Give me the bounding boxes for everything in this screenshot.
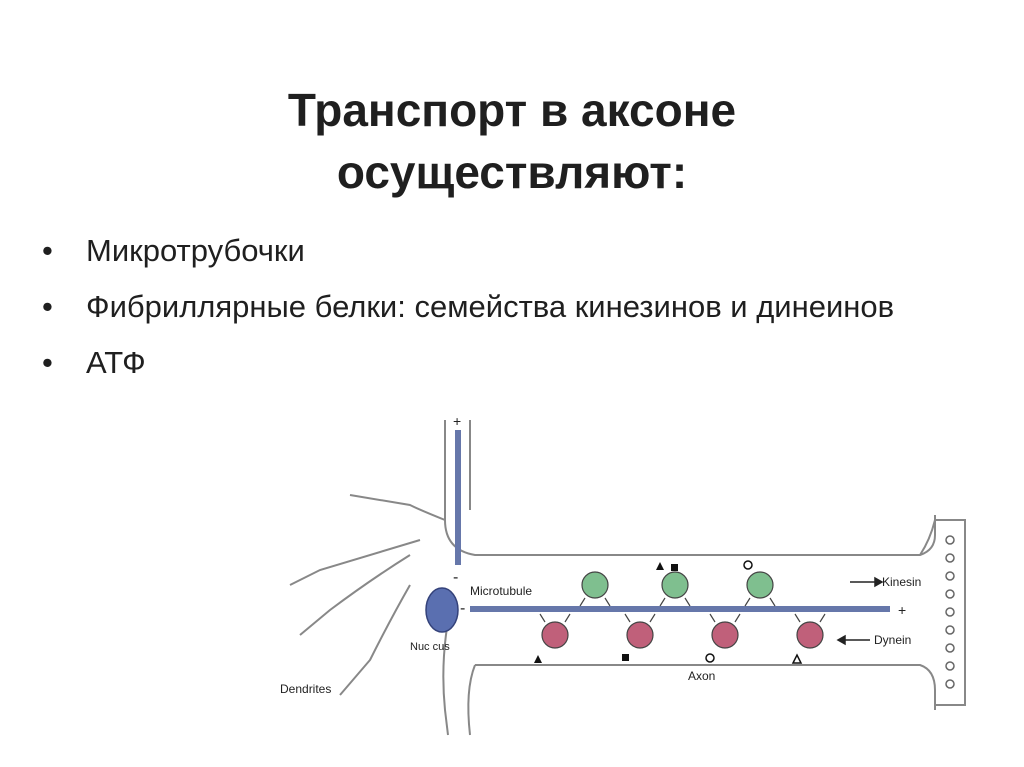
minus-sign-top: - [453,569,458,586]
dynein-motor [796,621,824,649]
dynein-motor [541,621,569,649]
kinesin-motor [581,571,609,599]
vesicle-icon [945,553,955,563]
vesicle-icon [945,643,955,653]
dynein-motor [626,621,654,649]
dynein-motor [711,621,739,649]
vesicle-icon [945,607,955,617]
dynein-arrow-icon [836,634,870,646]
bullet-item: • АТФ [40,340,1000,386]
microtubule-label: Microtubule [470,584,532,598]
kinesin-motor [661,571,689,599]
cargo-square-icon [671,564,678,571]
axon-label: Axon [688,669,715,683]
dynein-motors [539,613,826,649]
vesicle-icon [945,589,955,599]
microtubule-horizontal [470,606,890,612]
slide-title: Транспорт в аксоне осуществляют: [0,79,1024,203]
cargo-circle-icon [705,653,715,663]
vesicle-icon [945,661,955,671]
minus-sign-left: - [460,600,465,617]
kinesin-motors [579,571,776,607]
title-line-2: осуществляют: [336,145,688,198]
bullet-list: • Микротрубочки • Фибриллярные белки: се… [40,228,1000,396]
dynein-label: Dynein [874,633,911,647]
kinesin-motor [746,571,774,599]
dendrites-label: Dendrites [280,682,331,696]
bullet-dot-icon: • [42,233,53,268]
cargo-star-icon [534,655,542,663]
cargo-star-icon [656,562,664,570]
neuron-outline [289,420,966,736]
bullet-text: Фибриллярные белки: семейства кинезинов … [86,289,895,324]
nucleus-shape [425,587,459,633]
plus-sign-right: + [898,602,906,618]
vesicle-icon [945,679,955,689]
cargo-triangle-icon [791,653,803,664]
bullet-dot-icon: • [42,345,53,380]
bullet-item: • Фибриллярные белки: семейства кинезино… [40,284,1000,330]
bullet-dot-icon: • [42,289,53,324]
kinesin-arrow-icon [850,576,884,588]
bullet-text: Микротрубочки [86,233,305,268]
vesicle-icon [945,625,955,635]
synaptic-vesicles [945,535,955,689]
cargo-circle-icon [743,560,753,570]
plus-sign-top: + [453,413,461,429]
bullet-text: АТФ [86,345,146,380]
vesicle-icon [945,535,955,545]
axon-transport-diagram: + - - + Microtubule Nuc cus [280,413,966,736]
nucleus-label: Nuc cus [410,641,450,653]
title-line-1: Транспорт в аксоне [287,83,737,136]
microtubule-vertical [455,430,461,565]
vesicle-icon [945,571,955,581]
bullet-item: • Микротрубочки [40,228,1000,274]
cargo-square-icon [622,654,629,661]
kinesin-label: Kinesin [882,575,921,589]
